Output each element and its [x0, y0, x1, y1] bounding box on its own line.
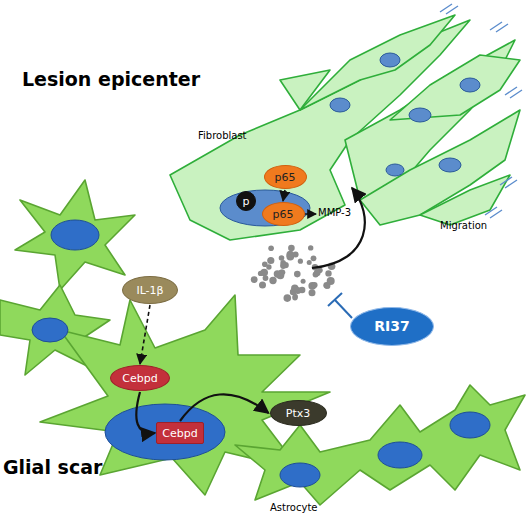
migration-arrow	[312, 188, 365, 268]
node-text: Cebpd	[162, 427, 197, 440]
node-text: Cebpd	[122, 372, 157, 385]
molecule-oval: p65	[262, 202, 305, 226]
molecule-oval: IL-1β	[122, 276, 178, 304]
process-label: Migration	[440, 220, 487, 231]
node-text: p	[243, 195, 250, 208]
molecule-oval: Cebpd	[110, 365, 170, 391]
signal-arrow	[283, 190, 285, 201]
astrocyte-cells	[0, 180, 525, 505]
region-title: Glial scar	[3, 456, 102, 478]
cell-label: Fibroblast	[198, 130, 247, 141]
molecule-oval: p65	[264, 165, 307, 189]
node-text: Ptx3	[286, 407, 310, 420]
expression-arrow	[305, 213, 316, 214]
node-text: IL-1β	[136, 284, 163, 297]
pathway-arrow	[180, 394, 269, 421]
node-text: p65	[275, 171, 296, 184]
fibroblast-cells	[170, 15, 520, 240]
molecule-oval: Ptx3	[270, 400, 327, 426]
astrocyte-nuclei	[32, 220, 490, 487]
gene-box: Cebpd	[156, 422, 204, 444]
motion-lines	[440, 4, 522, 218]
node-text: p65	[273, 208, 294, 221]
cell-label: Astrocyte	[270, 502, 317, 513]
inhibition-bar	[328, 293, 342, 306]
fibroblast-nuclei	[220, 53, 480, 226]
secreted-particles	[251, 245, 336, 302]
signal-arrow	[140, 305, 150, 364]
molecule-oval: RI37	[350, 307, 434, 346]
inhibition-line	[335, 300, 352, 318]
node-text: RI37	[374, 318, 409, 334]
molecule-oval: p	[236, 191, 256, 211]
pathway-arrow	[136, 392, 155, 433]
region-title: Lesion epicenter	[22, 68, 200, 90]
gene-label: MMP-3	[318, 207, 351, 218]
